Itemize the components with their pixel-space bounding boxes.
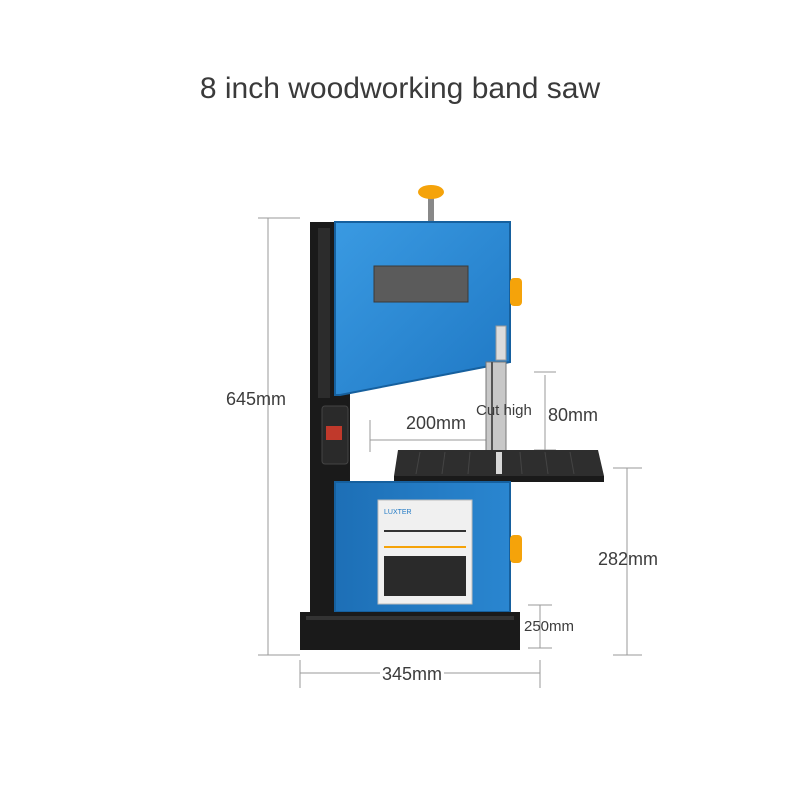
- upper-housing: [334, 221, 511, 396]
- housing-window: [373, 265, 469, 303]
- throat-label: 200mm: [406, 413, 467, 433]
- lower-side-knob: [510, 535, 522, 563]
- table-height-label: 282mm: [598, 549, 659, 569]
- cut-height-text: Cut high: [476, 402, 532, 419]
- height-label: 645mm: [226, 389, 287, 409]
- upper-side-knob: [510, 278, 522, 306]
- brand-label: LUXTER: [384, 509, 412, 516]
- tension-knob: [418, 185, 444, 199]
- cut-height-label: 80mm: [548, 405, 599, 425]
- page-title: 8 inch woodworking band saw: [199, 72, 601, 105]
- width-label: 345mm: [380, 664, 445, 685]
- base-height-label: 250mm: [524, 618, 575, 635]
- power-switch-red: [326, 426, 342, 440]
